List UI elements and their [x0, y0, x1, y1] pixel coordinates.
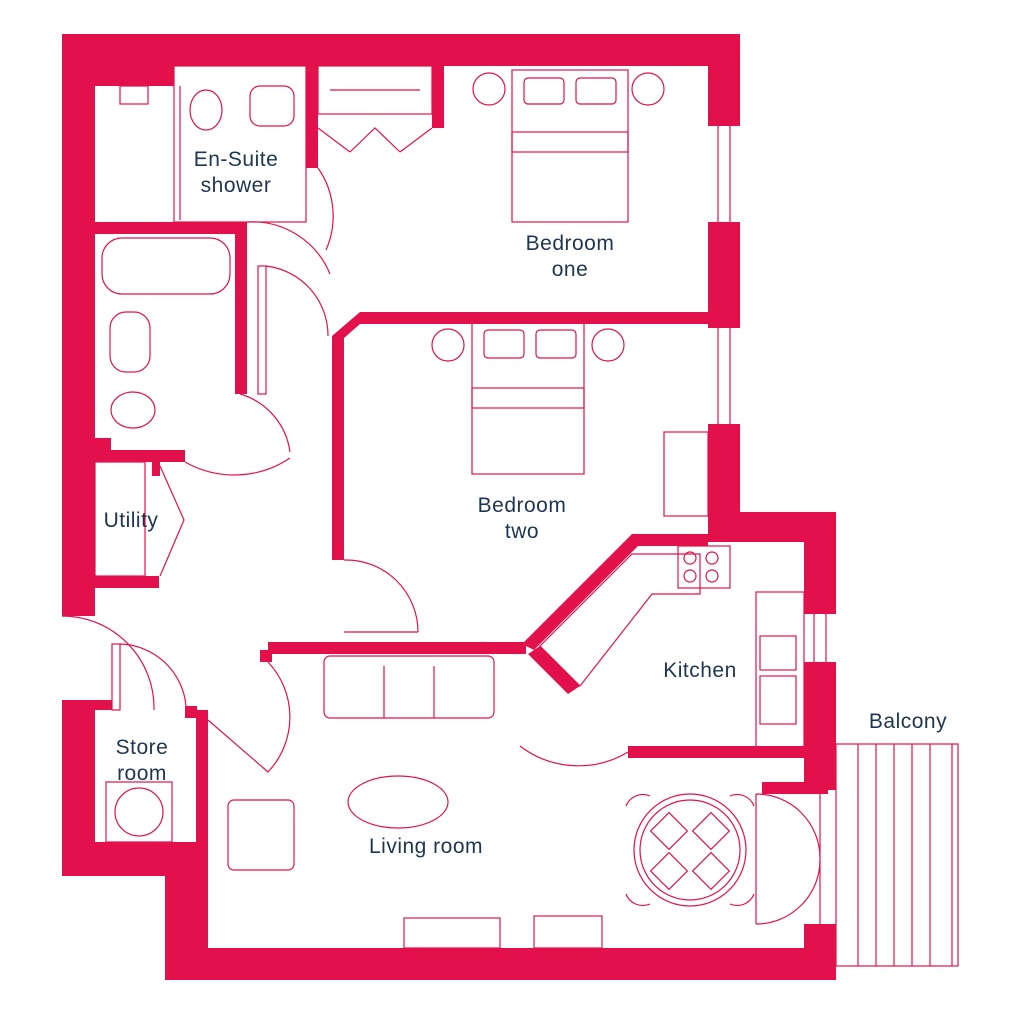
- label-ensuite-2: shower: [201, 174, 272, 197]
- furniture: [61, 65, 959, 967]
- label-utility: Utility: [104, 509, 159, 532]
- label-living: Living room: [369, 835, 483, 858]
- label-bedroom-one-2: one: [552, 258, 589, 281]
- label-bedroom-two-1: Bedroom: [478, 494, 567, 517]
- walls: [62, 34, 836, 980]
- label-store-2: room: [117, 762, 167, 785]
- label-balcony: Balcony: [869, 710, 947, 733]
- label-kitchen: Kitchen: [663, 659, 737, 682]
- room-labels: En-Suite shower Bedroom one Bedroom two …: [104, 148, 947, 858]
- label-bedroom-one-1: Bedroom: [526, 232, 615, 255]
- label-store-1: Store: [116, 736, 169, 759]
- label-bedroom-two-2: two: [505, 520, 539, 543]
- label-ensuite-1: En-Suite: [194, 148, 279, 171]
